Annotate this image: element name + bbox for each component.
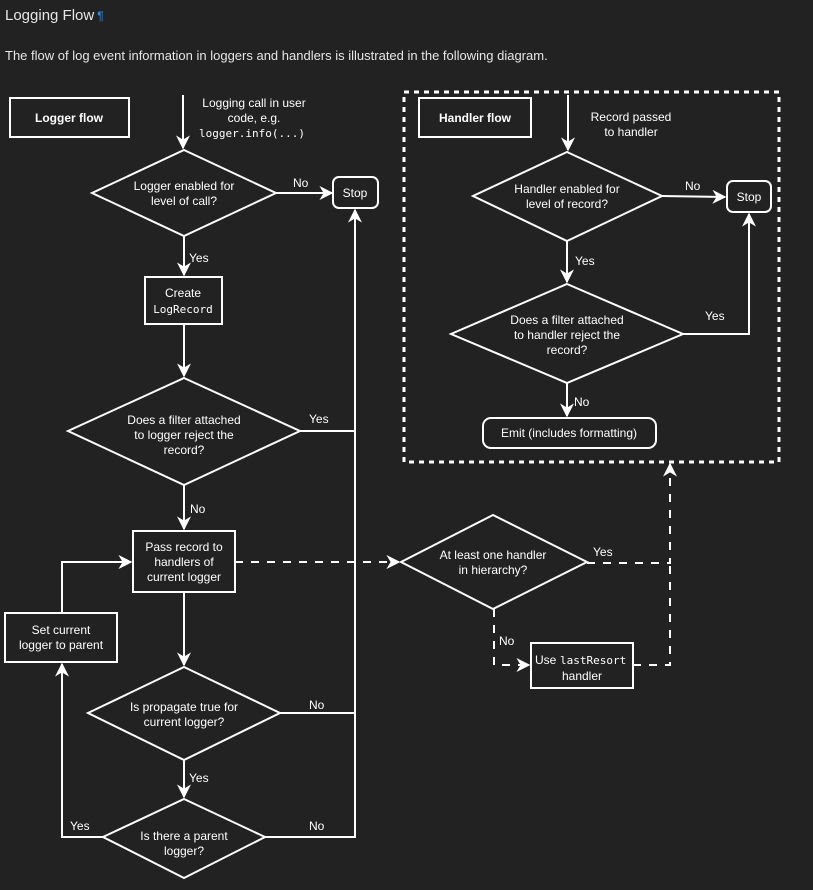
propagate-text-2: current logger? xyxy=(144,715,225,729)
set-parent-text-2: logger to parent xyxy=(19,638,104,652)
handler-enabled-text-1: Handler enabled for xyxy=(514,182,619,196)
set-parent-text-1: Set current xyxy=(32,623,91,637)
logger-stop-box xyxy=(332,176,379,209)
permalink-icon[interactable]: ¶ xyxy=(97,9,104,23)
label-yes: Yes xyxy=(189,251,209,265)
page-title: Logging Flow¶ xyxy=(5,7,104,24)
lastresort-text-2: lastResort xyxy=(560,654,626,667)
lastresort-text-3: handler xyxy=(562,669,602,683)
hierarchy-text-1: At least one handler xyxy=(440,548,547,562)
label-no: No xyxy=(685,179,701,193)
label-yes: Yes xyxy=(575,254,595,268)
pass-text-3: current logger xyxy=(147,570,221,584)
logger-enabled-text-1: Logger enabled for xyxy=(134,179,235,193)
logger-filter-text-1: Does a filter attached xyxy=(127,413,240,427)
logger-enabled-decision xyxy=(89,148,279,238)
label-yes: Yes xyxy=(705,309,725,323)
arrow-yes-set-parent xyxy=(55,662,103,838)
entry-text-3: logger.info(...) xyxy=(199,127,305,140)
emit-box xyxy=(482,417,657,449)
pass-text-1: Pass record to xyxy=(145,540,223,554)
dashed-to-lastresort xyxy=(493,609,531,672)
hierarchy-decision xyxy=(398,513,590,611)
label-no: No xyxy=(574,395,590,409)
intro-paragraph: The flow of log event information in log… xyxy=(5,48,548,63)
parent-text-1: Is there a parent xyxy=(140,829,228,843)
label-yes: Yes xyxy=(189,771,209,785)
handler-filter-text-2: to handler reject the xyxy=(514,328,620,342)
parent-text-2: logger? xyxy=(164,844,204,858)
handler-enabled-text-2: level of record? xyxy=(526,197,608,211)
label-no: No xyxy=(309,698,325,712)
pass-text-2: handlers of xyxy=(154,555,214,569)
label-yes: Yes xyxy=(593,545,613,559)
handler-entry-text-1: Record passed xyxy=(591,110,672,124)
entry-text-2: code, e.g. xyxy=(228,111,281,125)
label-no: No xyxy=(293,176,309,190)
logger-flow-label-box xyxy=(9,97,130,138)
handler-filter-text-3: record? xyxy=(547,343,588,357)
handler-flow-label-box xyxy=(418,97,532,138)
handler-entry-text-2: to handler xyxy=(604,125,657,139)
handler-flow-label: Handler flow xyxy=(439,111,512,125)
logger-filter-text-2: to logger reject the xyxy=(134,428,234,442)
handler-flow-container xyxy=(402,90,781,464)
arrow-back-to-pass xyxy=(61,555,133,613)
label-yes: Yes xyxy=(309,412,329,426)
handler-arrow-no-stop xyxy=(661,189,727,204)
label-yes: Yes xyxy=(70,819,90,833)
logrecord-text: LogRecord xyxy=(153,303,213,316)
create-logrecord-box xyxy=(144,276,223,325)
logger-stop-text: Stop xyxy=(343,186,368,200)
logger-flow-label: Logger flow xyxy=(35,111,104,125)
label-no: No xyxy=(309,819,325,833)
logger-enabled-text-2: level of call? xyxy=(151,194,217,208)
propagate-text-1: Is propagate true for xyxy=(130,700,238,714)
label-no: No xyxy=(190,502,206,516)
handler-stop-text: Stop xyxy=(737,190,762,204)
lastresort-box xyxy=(530,642,634,689)
logger-filter-text-3: record? xyxy=(164,443,205,457)
label-no: No xyxy=(499,634,515,648)
parent-decision xyxy=(100,797,268,880)
handler-filter-yes-arrow xyxy=(683,212,756,335)
set-parent-box xyxy=(4,612,118,663)
title-text: Logging Flow xyxy=(5,7,95,24)
dashed-lastresort-to-handler xyxy=(633,563,671,666)
hierarchy-text-2: in hierarchy? xyxy=(459,563,528,577)
lastresort-text-1: Use xyxy=(535,653,557,667)
emit-text: Emit (includes formatting) xyxy=(501,426,637,440)
dashed-to-handler xyxy=(587,462,677,564)
entry-text-1: Logging call in user xyxy=(202,96,305,110)
handler-stop-box xyxy=(726,180,772,213)
handler-filter-text-1: Does a filter attached xyxy=(510,313,623,327)
create-text: Create xyxy=(165,286,201,300)
